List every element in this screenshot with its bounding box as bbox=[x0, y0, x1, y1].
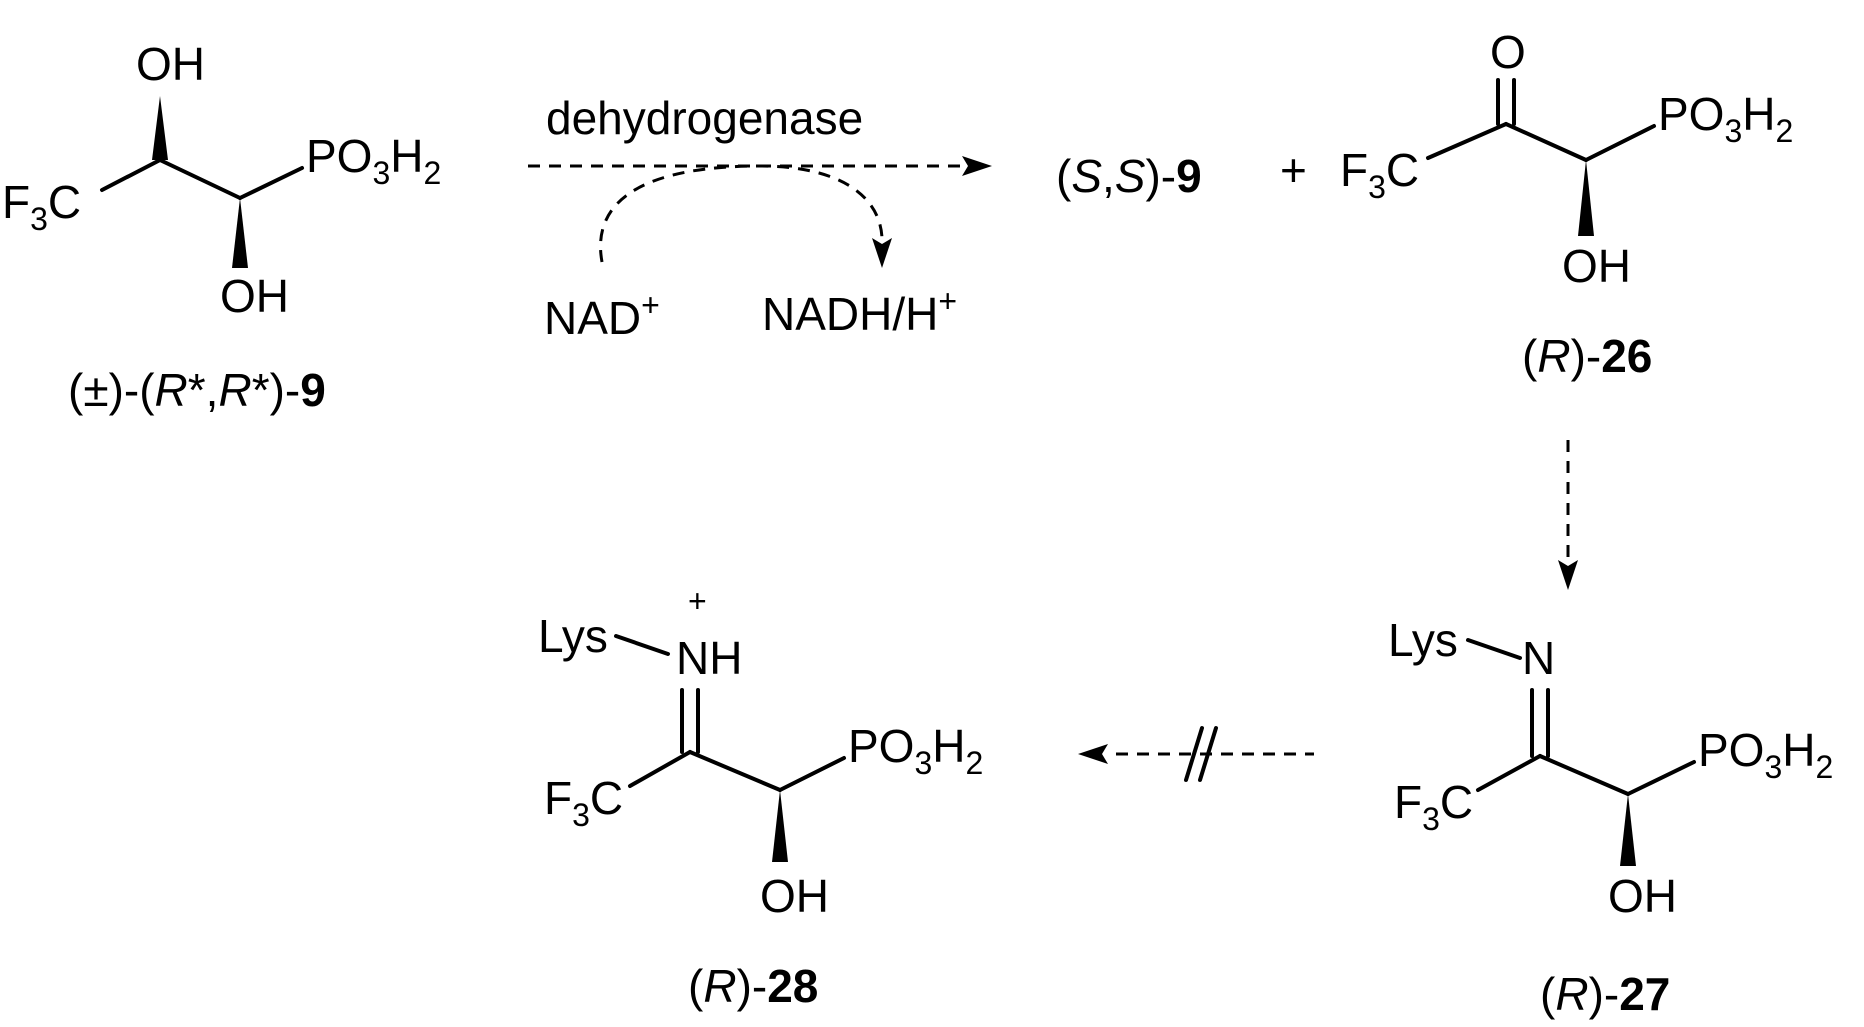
iminium-28-wedge bbox=[772, 790, 788, 862]
reactant-wedge-top bbox=[152, 96, 168, 160]
cofactor-arrowhead bbox=[872, 238, 892, 268]
iminium-28-po3h2: PO3H2 bbox=[848, 720, 983, 781]
step3-block-mark-2 bbox=[1198, 726, 1218, 782]
iminium-28-bond-c-p bbox=[778, 756, 846, 792]
iminium-28-bond-lys-n bbox=[614, 634, 670, 656]
iminium-28-lys: Lys bbox=[538, 610, 608, 662]
ketone-26-caption: (R)-26 bbox=[1522, 330, 1652, 382]
imine-27-lys: Lys bbox=[1388, 614, 1458, 666]
ketone-26-bond-c-p bbox=[1584, 124, 1656, 162]
iminium-28-bond-cf3-c bbox=[628, 750, 692, 788]
reactant-bond-cf3-c2 bbox=[100, 158, 162, 192]
reactant-wedge-bottom bbox=[232, 198, 248, 268]
imine-27-bond-c-p bbox=[1626, 760, 1696, 796]
reactant-caption: (±)-(R*,R*)-9 bbox=[68, 364, 326, 416]
iminium-28-nh: NH bbox=[676, 632, 742, 684]
imine-27-structure: Lys N F3C PO3H2 OH bbox=[1388, 614, 1833, 922]
step1-main-arrowhead bbox=[962, 156, 992, 176]
product-ss9-label: (S,S)-9 bbox=[1056, 150, 1202, 202]
imine-27-bond-cf3-c bbox=[1476, 754, 1542, 792]
imine-27-bond-lys-n bbox=[1466, 638, 1522, 660]
ketone-26-structure: O F3C PO3H2 OH bbox=[1340, 26, 1793, 292]
iminium-28-structure: Lys + NH F3C PO3H2 OH bbox=[538, 583, 983, 922]
imine-27-wedge bbox=[1620, 794, 1636, 866]
ketone-26-bond-c-c bbox=[1504, 122, 1588, 162]
step2-arrowhead bbox=[1558, 560, 1578, 590]
imine-27-oh: OH bbox=[1608, 870, 1677, 922]
plus-sign: + bbox=[1280, 144, 1307, 196]
cofactor-nad: NAD+ bbox=[544, 287, 660, 344]
reactant-structure: OH F3C PO3H2 OH bbox=[2, 38, 441, 322]
iminium-28-caption: (R)-28 bbox=[688, 960, 818, 1012]
step3-block-mark-1 bbox=[1184, 726, 1204, 782]
iminium-28-bond-c-c bbox=[688, 750, 782, 792]
ketone-26-cf3: F3C bbox=[1340, 144, 1419, 205]
step3-arrowhead bbox=[1078, 744, 1108, 764]
ketone-26-oxygen: O bbox=[1490, 26, 1526, 78]
cofactor-nadh: NADH/H+ bbox=[762, 283, 957, 340]
iminium-28-oh: OH bbox=[760, 870, 829, 922]
reactant-bond-c3-p bbox=[238, 166, 304, 200]
imine-27-bond-c-c bbox=[1538, 754, 1630, 796]
enzyme-label: dehydrogenase bbox=[546, 92, 863, 144]
ketone-26-oh: OH bbox=[1562, 240, 1631, 292]
reactant-bond-c2-c3 bbox=[158, 158, 242, 200]
reactant-po3h2: PO3H2 bbox=[306, 130, 441, 191]
ketone-26-bond-cf3-c bbox=[1426, 122, 1508, 160]
imine-27-caption: (R)-27 bbox=[1540, 968, 1670, 1020]
cofactor-curved-arrow bbox=[599, 164, 884, 263]
step1-arrow-group: dehydrogenase NAD+ NADH/H+ bbox=[528, 92, 992, 344]
ketone-26-po3h2: PO3H2 bbox=[1658, 88, 1793, 149]
imine-27-po3h2: PO3H2 bbox=[1698, 724, 1833, 785]
ketone-26-wedge bbox=[1578, 160, 1594, 236]
imine-27-cf3: F3C bbox=[1394, 776, 1473, 837]
reactant-oh-top: OH bbox=[136, 38, 205, 90]
reactant-cf3: F3C bbox=[2, 176, 81, 237]
imine-27-n: N bbox=[1522, 632, 1555, 684]
reactant-oh-bottom: OH bbox=[220, 270, 289, 322]
iminium-28-charge: + bbox=[688, 583, 707, 619]
iminium-28-cf3: F3C bbox=[544, 772, 623, 833]
